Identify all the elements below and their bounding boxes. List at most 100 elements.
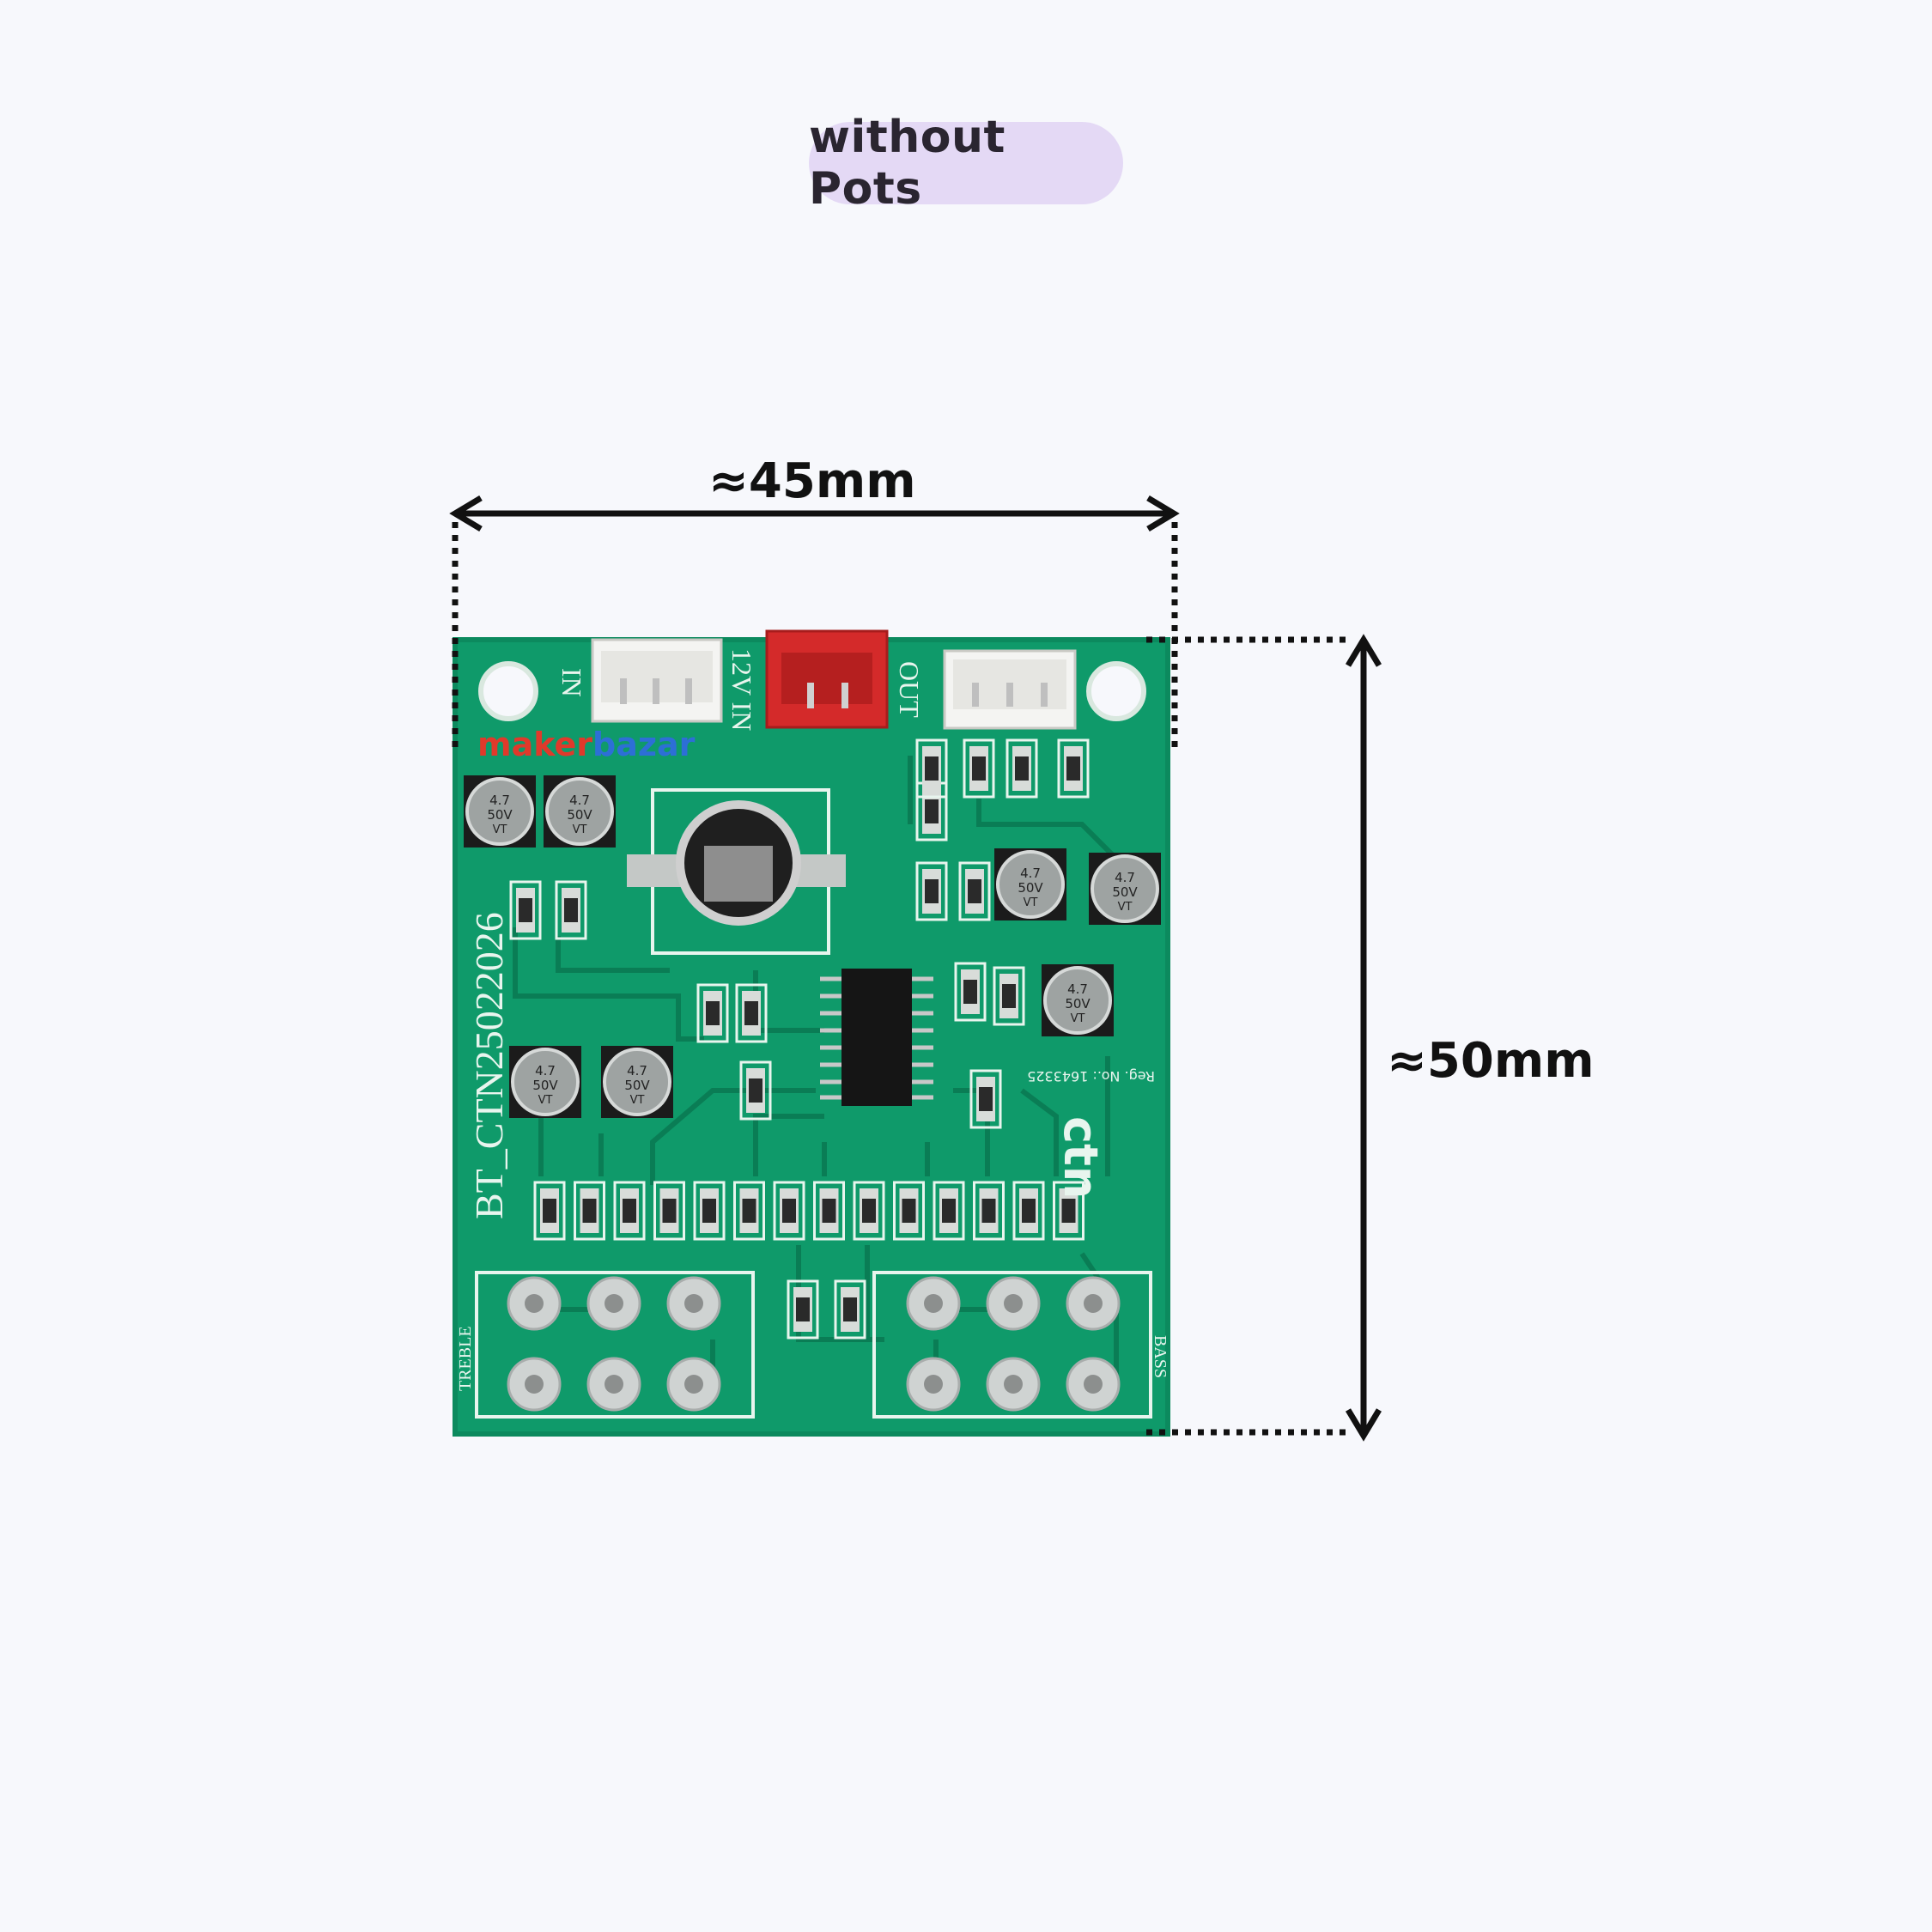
capacitor-can [603, 1048, 671, 1116]
resistor-outline [915, 738, 948, 799]
smd-resistor [915, 738, 948, 799]
label-out: OUT [894, 661, 925, 718]
height-dimension-label: ≈50mm [1387, 1033, 1595, 1089]
pad-hole [684, 1375, 703, 1394]
resistor-marking [843, 1297, 857, 1321]
capacitor-series: VT [538, 1094, 553, 1107]
smd-resistor [969, 1069, 1002, 1129]
resistor-outline [915, 861, 948, 921]
smd-resistor [696, 983, 729, 1043]
resistor-marking [972, 756, 986, 781]
resistor-marking [582, 1199, 597, 1223]
bass-pot-footprint [872, 1271, 1152, 1419]
pot-pad [986, 1357, 1041, 1412]
pot-pad [666, 1357, 721, 1412]
capacitor-value: 4.7 [1020, 866, 1041, 881]
brand-part-bazar: bazar [592, 726, 696, 763]
capacitor-value: 4.7 [489, 793, 510, 808]
resistor-outline [963, 738, 995, 799]
pad-hole [605, 1375, 623, 1394]
height-dimension-arrow [1345, 634, 1382, 1442]
pad-hole [1004, 1294, 1023, 1313]
smd-resistor [693, 1181, 726, 1241]
resistor-marking [1061, 1199, 1076, 1223]
height-dimension-guides [1146, 636, 1352, 1436]
capacitor-voltage: 50V [567, 807, 592, 823]
resistor-marking [925, 879, 939, 903]
resistor-marking [1015, 756, 1029, 781]
resistor-outline [693, 1181, 726, 1241]
resistor-outline [555, 880, 587, 940]
resistor-marking [706, 1001, 720, 1025]
resistor-outline [533, 1181, 566, 1241]
pad-hole [1004, 1375, 1023, 1394]
title-badge-text: without Pots [809, 112, 1005, 215]
resistor-marking [1066, 756, 1080, 781]
resistor-marking [1022, 1199, 1036, 1223]
capacitor-series: VT [1118, 901, 1133, 914]
capacitor-voltage: 50V [1065, 996, 1091, 1012]
amplifier-ic [820, 969, 933, 1106]
smd-resistor [509, 880, 542, 940]
smd-resistor [993, 966, 1025, 1026]
smd-resistor [915, 861, 948, 921]
brand-part-maker: maker [477, 726, 592, 763]
smd-resistor [915, 781, 948, 841]
resistor-outline [893, 1181, 925, 1241]
capacitor-series: VT [1071, 1012, 1085, 1025]
capacitor-can [996, 850, 1065, 919]
capacitor-value: 4.7 [569, 793, 590, 808]
resistor-marking [702, 1199, 716, 1223]
pad-hole [924, 1375, 943, 1394]
resistor-marking [564, 898, 578, 922]
resistor-outline [733, 1181, 765, 1241]
pot-pad [586, 1357, 641, 1412]
smd-resistor [1053, 1181, 1084, 1241]
registration-text: Reg. No.: 1643325 [1027, 1068, 1155, 1084]
resistor-outline [696, 983, 729, 1043]
smd-resistor [853, 1181, 885, 1241]
resistor-marking [981, 1199, 996, 1223]
resistor-outline [958, 861, 991, 921]
resistor-outline [813, 1181, 845, 1241]
pot-pad [586, 1276, 641, 1331]
resistor-marking [749, 1078, 762, 1103]
resistor-outline [509, 880, 542, 940]
resistor-outline [735, 983, 768, 1043]
smd-resistor [787, 1279, 819, 1340]
capacitor-series: VT [1024, 896, 1038, 909]
smd-resistor [1012, 1181, 1045, 1241]
smd-resistor [893, 1181, 925, 1241]
pot-pad [906, 1357, 961, 1412]
mounting-hole-left [478, 661, 538, 721]
resistor-outline [1005, 738, 1038, 799]
smd-resistor [963, 738, 995, 799]
input-connector [591, 638, 723, 723]
smd-resistor [574, 1181, 605, 1241]
smd-resistor [613, 1181, 646, 1241]
resistor-marking [902, 1199, 916, 1223]
smd-resistor [733, 1181, 765, 1241]
smd-resistor [834, 1279, 866, 1340]
capacitor-value: 4.7 [1115, 870, 1135, 885]
smd-resistor [555, 880, 587, 940]
pad-hole [924, 1294, 943, 1313]
capacitor-value: 4.7 [535, 1063, 556, 1078]
capacitor-highlight [704, 846, 773, 902]
smd-resistor [954, 962, 987, 1022]
smd-resistor [813, 1181, 845, 1241]
ctn-logo: ctn [1054, 1116, 1108, 1199]
pad-hole [684, 1294, 703, 1313]
smd-resistor [973, 1181, 1005, 1241]
width-dimension-arrow [449, 495, 1180, 532]
pad-hole [525, 1294, 544, 1313]
resistor-marking [796, 1297, 810, 1321]
resistor-outline [973, 1181, 1005, 1241]
pot-pad [507, 1357, 562, 1412]
resistor-outline [933, 1181, 965, 1241]
width-dimension-label: ≈45mm [708, 453, 916, 509]
resistor-marking [543, 1199, 556, 1223]
